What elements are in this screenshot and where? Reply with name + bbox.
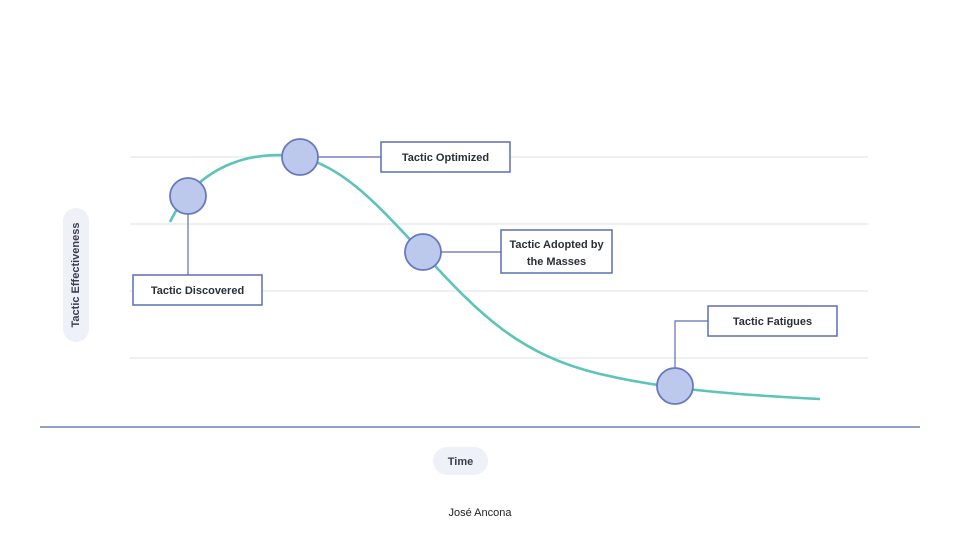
- callout-label: Tactic Fatigues: [733, 316, 812, 328]
- y-axis-pill: [63, 208, 89, 342]
- effectiveness-curve: [168, 153, 821, 401]
- callout-label-line-2: the Masses: [527, 256, 586, 268]
- marker-fatigues: [656, 367, 694, 405]
- x-axis-title: Time: [448, 456, 473, 468]
- callout-box: [132, 274, 263, 306]
- callout-label: Tactic Optimized: [402, 152, 489, 164]
- marker-optimized: [281, 138, 319, 176]
- callout-discovered: Tactic Discovered: [132, 274, 263, 306]
- callout-box: [500, 229, 613, 274]
- callout-box: [707, 305, 838, 337]
- y-axis-label: Tactic Effectiveness: [63, 208, 89, 342]
- callout-fatigues: Tactic Fatigues: [707, 305, 838, 337]
- callout-label-line-1: Tactic Adopted by: [509, 239, 604, 251]
- y-axis-title: Tactic Effectiveness: [70, 223, 82, 328]
- callout-adopted: Tactic Adopted by the Masses: [500, 229, 613, 274]
- x-axis-pill: [433, 447, 488, 475]
- marker-adopted: [404, 233, 442, 271]
- callout-label: Tactic Discovered: [151, 285, 244, 297]
- connector-fatigues: [674, 320, 708, 368]
- marker-discovered: [169, 177, 207, 215]
- callout-box: [380, 141, 511, 173]
- author-credit: José Ancona: [448, 507, 512, 519]
- callout-optimized: Tactic Optimized: [380, 141, 511, 173]
- x-axis-label: Time: [433, 447, 488, 475]
